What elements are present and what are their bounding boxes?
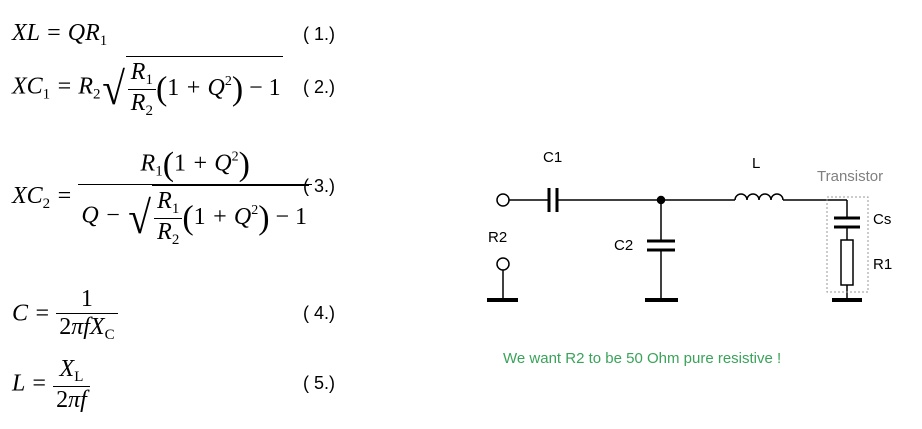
label-transistor: Transistor <box>817 168 884 185</box>
label-c1: C1 <box>543 149 563 166</box>
transistor-box <box>826 196 869 293</box>
equation-1: XL = QR1 <box>12 20 108 49</box>
label-c2: C2 <box>614 237 634 254</box>
design-note: We want R2 to be 50 Ohm pure resistive ! <box>503 350 782 367</box>
equation-5-number: ( 5.) <box>303 373 336 393</box>
input-terminal <box>496 193 510 207</box>
label-r2: R2 <box>488 229 508 246</box>
equation-3-number: ( 3.) <box>303 176 336 196</box>
equation-2-number: ( 2.) <box>303 77 336 97</box>
label-cs: Cs <box>873 211 892 228</box>
equation-1-number: ( 1.) <box>303 24 336 44</box>
r1-resistor <box>840 239 854 286</box>
equation-4-number: ( 4.) <box>303 303 336 323</box>
r2-terminal <box>496 257 510 271</box>
label-l: L <box>752 155 761 172</box>
inductor-l <box>734 193 784 201</box>
label-r1: R1 <box>873 256 893 273</box>
